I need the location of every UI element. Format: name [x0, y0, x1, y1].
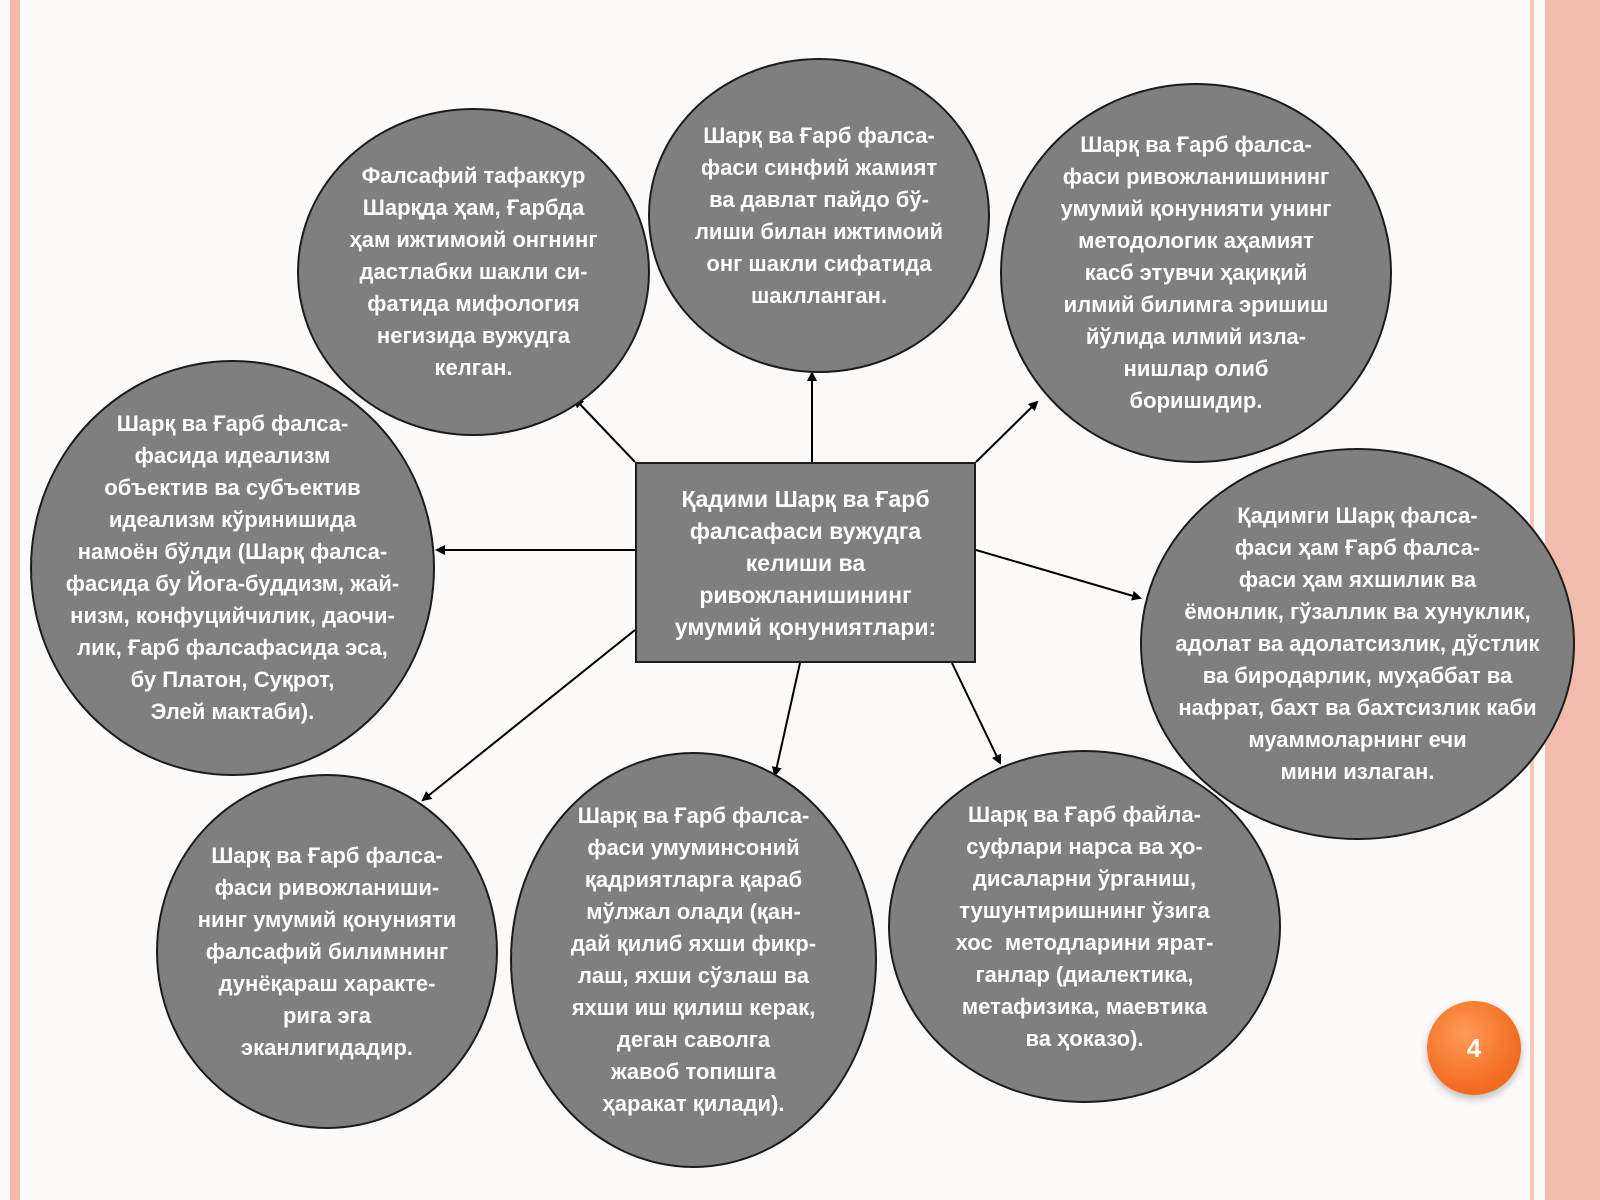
node-bottom: Шарқ ва Ғарб фалса- фаси умуминсоний қад… — [510, 752, 877, 1168]
arrow-to-top-right — [975, 400, 1039, 463]
central-topic-box: Қадими Шарқ ва Ғарб фалсафаси вужудга ке… — [635, 462, 976, 663]
node-bottom-left: Шарқ ва Ғарб фалса- фаси ривожланиши- ни… — [156, 774, 498, 1129]
node-right: Қадимги Шарқ фалса- фаси ҳам Ғарб фалса-… — [1140, 448, 1575, 840]
node-left: Шарқ ва Ғарб фалса- фасида идеализм объе… — [30, 360, 435, 776]
node-top-right: Шарқ ва Ғарб фалса- фаси ривожланишининг… — [1000, 83, 1392, 463]
node-bottom-right: Шарқ ва Ғарб файла- суфлари нарса ва ҳо-… — [888, 750, 1281, 1103]
arrow-to-bottom-left — [421, 629, 636, 802]
node-top-left: Фалсафий тафаккур Шарқда ҳам, Ғарбда ҳам… — [297, 108, 650, 436]
node-top: Шарқ ва Ғарб фалса- фаси синфий жамият в… — [648, 58, 990, 373]
arrow-to-right — [975, 549, 1142, 601]
page-number-badge: 4 — [1427, 1001, 1521, 1095]
arrow-to-top-left — [573, 397, 636, 463]
arrow-to-bottom — [771, 662, 801, 777]
arrow-to-bottom-right — [951, 662, 1002, 765]
left-border-stripe — [10, 0, 20, 1200]
